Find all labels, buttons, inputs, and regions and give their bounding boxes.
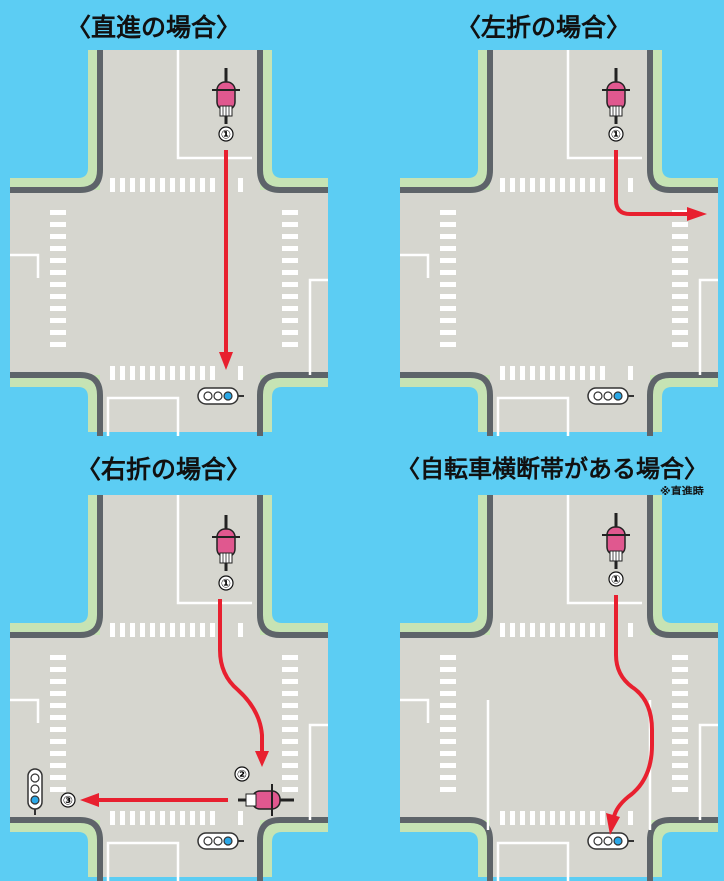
- crossroad-map: [400, 495, 718, 881]
- svg-text:③: ③: [63, 794, 73, 808]
- title-right-turn: 〈右折の場合〉: [76, 455, 252, 484]
- intersection-bicycle-crossing: ①: [400, 495, 724, 881]
- straight-only-note: ※直進時: [660, 485, 704, 498]
- step-marker-1: ①: [608, 571, 624, 587]
- path-arrow-icon: [612, 595, 654, 818]
- path-arrow-icon: [218, 599, 264, 753]
- title-left-turn: 〈左折の場合〉: [456, 13, 632, 42]
- arrow-head: [219, 352, 233, 370]
- step-marker-3: ③: [60, 792, 76, 808]
- title-straight: 〈直進の場合〉: [66, 13, 242, 42]
- intersection-left-turn: ①: [400, 50, 724, 432]
- svg-text:②: ②: [237, 768, 247, 782]
- arrow-head: [606, 813, 620, 835]
- path-arrow-icon: [614, 150, 690, 216]
- crossroad-map: [400, 50, 718, 436]
- arrow-head: [687, 207, 707, 221]
- arrow-head: [80, 793, 99, 807]
- bicycle-rider-icon: [238, 784, 294, 816]
- svg-text:①: ①: [611, 128, 621, 142]
- traffic-signal-icon: [27, 768, 43, 815]
- intersection-straight: ①: [10, 50, 328, 432]
- crossroad-map: [10, 495, 328, 881]
- step-marker-1: ①: [218, 126, 234, 142]
- svg-text:①: ①: [221, 128, 231, 142]
- crossroad-map: [10, 50, 328, 436]
- svg-text:①: ①: [221, 577, 231, 591]
- step-marker-1: ①: [608, 126, 624, 142]
- title-bicycle-crossing: 〈自転車横断帯がある場合〉: [396, 455, 708, 483]
- step-marker-2: ②: [234, 766, 250, 782]
- step-marker-1: ①: [218, 575, 234, 591]
- intersection-right-turn: ① ② ③: [10, 495, 328, 881]
- svg-text:①: ①: [611, 573, 621, 587]
- arrow-head: [255, 751, 269, 767]
